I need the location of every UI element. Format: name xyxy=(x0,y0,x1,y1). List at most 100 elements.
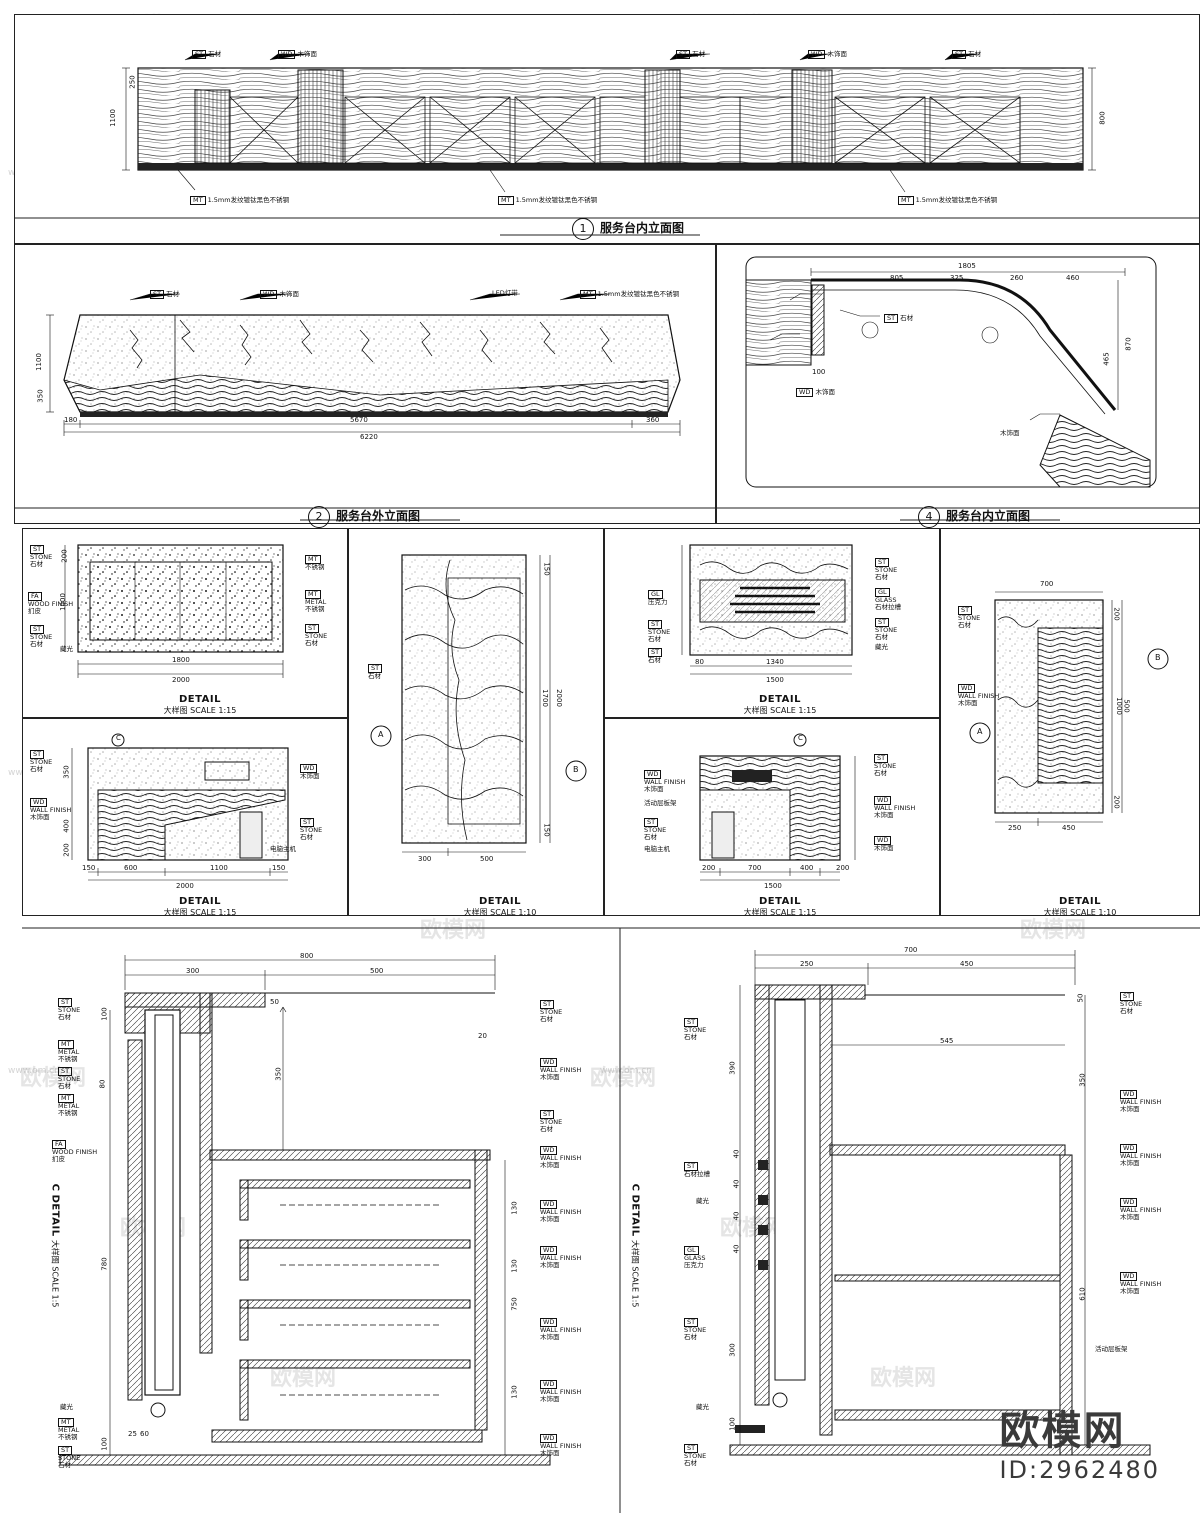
b2-note-drawer: 活动层板架 xyxy=(644,799,677,807)
material-cn: 木饰面 xyxy=(540,1073,560,1081)
detail-d2-label: DETAIL 大样图 SCALE 1:10 xyxy=(1010,896,1150,918)
a1-dim-total: 2000 xyxy=(172,676,190,684)
detail-a1-label: DETAIL 大样图 SCALE 1:15 xyxy=(140,694,260,716)
material-code: ST xyxy=(952,50,967,59)
material-cn: 不锈钢 xyxy=(305,563,325,571)
secR-note-light: 藏光 xyxy=(696,1403,709,1411)
secL-dim-h: 350 xyxy=(274,1067,283,1081)
material-cn: 木饰面 xyxy=(540,1161,560,1169)
material-en: WALL FINISH xyxy=(540,1066,582,1074)
material-cn: 石材 xyxy=(958,621,971,629)
material-en: WALL FINISH xyxy=(540,1254,582,1262)
material-en: STONE xyxy=(684,1026,707,1034)
secR-note-light: 藏光 xyxy=(696,1197,709,1205)
detail-a1-drawing xyxy=(64,544,284,678)
secL-dim: 500 xyxy=(370,967,384,975)
material-en: STONE xyxy=(30,758,53,766)
material-en: STONE xyxy=(30,553,53,561)
elev2-note-led: LED灯带 xyxy=(492,290,518,297)
d1-dim: 300 xyxy=(418,855,432,863)
detail-b2-label: DETAIL 大样图 SCALE 1:15 xyxy=(720,896,840,918)
section-c-left-scale: 大样图 SCALE 1:5 xyxy=(50,1239,60,1308)
material-en: METAL xyxy=(58,1102,80,1110)
material-code: ST xyxy=(192,50,207,59)
detail-b1-scale: 大样图 SCALE 1:15 xyxy=(163,908,237,917)
material-cn: 木饰面 xyxy=(1120,1159,1140,1167)
elev4-dim-d: 460 xyxy=(1066,274,1080,282)
material-cn: 石材 xyxy=(305,639,318,647)
secR-dim-total: 700 xyxy=(904,946,918,954)
elev2-dim-middle: 5670 xyxy=(350,416,368,424)
b2-note-pos: 电脑主机 xyxy=(644,845,670,853)
material-code: MT xyxy=(498,196,514,205)
detail-d1-label: DETAIL 大样图 SCALE 1:10 xyxy=(430,896,570,918)
material-en: WALL FINISH xyxy=(1120,1280,1162,1288)
material-cn: 不锈钢 xyxy=(305,605,325,613)
detail-a1-title: DETAIL xyxy=(178,694,221,705)
material-en: WALL FINISH xyxy=(540,1442,582,1450)
secR-dim-h: 610 xyxy=(1078,1287,1087,1301)
secL-dim-h: 780 xyxy=(100,1257,109,1271)
secR-dim-h: 390 xyxy=(728,1061,737,1075)
detail-b2-scale: 大样图 SCALE 1:15 xyxy=(743,908,817,917)
elevation-2-number: 2 xyxy=(308,506,330,528)
a1-note-light: 藏光 xyxy=(60,645,73,653)
material-name: 木饰面 xyxy=(279,290,299,298)
elev1-dim-top: 250 xyxy=(128,75,137,89)
material-en: WALL FINISH xyxy=(644,778,686,786)
a2-dim-total: 1500 xyxy=(766,676,784,684)
material-en: WALL FINISH xyxy=(540,1326,582,1334)
detail-b1-drawing xyxy=(71,733,289,881)
detail-b1-title: DETAIL xyxy=(178,896,221,907)
material-cn: 石材 xyxy=(300,833,313,841)
brand-id: ID:2962480 xyxy=(999,1456,1160,1484)
material-code: WD xyxy=(808,50,826,59)
elev4-dim-g: 100 xyxy=(812,368,826,376)
material-en: STONE xyxy=(305,632,328,640)
brand-watermark: 欧模网 ID:2962480 xyxy=(999,1398,1160,1484)
material-en: GLASS xyxy=(875,596,897,604)
detail-a2-label: DETAIL 大样图 SCALE 1:15 xyxy=(720,694,840,716)
material-cn: 石材 xyxy=(874,769,887,777)
d1-dim: 500 xyxy=(480,855,494,863)
detail-d1-title: DETAIL xyxy=(478,896,521,907)
material-en: STONE xyxy=(644,826,667,834)
d2-dim-h: 200 xyxy=(1112,607,1121,621)
material-cn: 木饰面 xyxy=(644,785,664,793)
detail-b2-drawing xyxy=(699,733,856,881)
elev4-dim-e: 870 xyxy=(1124,337,1133,351)
material-en: METAL xyxy=(305,598,327,606)
material-name: 石材 xyxy=(166,290,180,298)
brand-name: 欧模网 xyxy=(999,1408,1126,1454)
material-name: 石材 xyxy=(968,50,982,58)
detail-a2-title: DETAIL xyxy=(758,694,801,705)
material-code: MT xyxy=(190,196,206,205)
material-cn: 木饰面 xyxy=(540,1333,560,1341)
b2-dim: 400 xyxy=(800,864,814,872)
material-en: WALL FINISH xyxy=(874,804,916,812)
secL-dim: 50 xyxy=(270,998,279,1006)
b1-dim: 1100 xyxy=(210,864,228,872)
elev2-dim-right: 360 xyxy=(646,416,660,424)
material-en: STONE xyxy=(300,826,323,834)
a1-dim-inner: 1800 xyxy=(172,656,190,664)
d1-dim-h: 150 xyxy=(542,823,551,837)
elev4-note-wood: 木饰面 xyxy=(1000,430,1020,437)
elev4-dim-total: 1805 xyxy=(958,262,976,270)
secL-dim-h: 100 xyxy=(100,1437,109,1451)
